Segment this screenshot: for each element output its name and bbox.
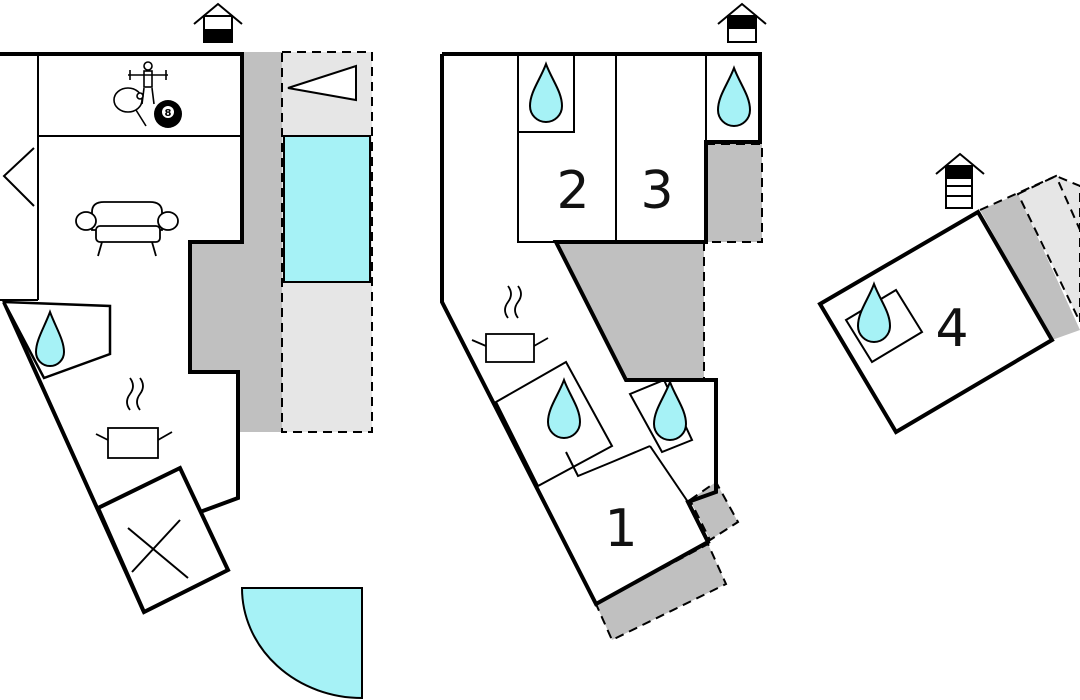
foosball-icon bbox=[128, 61, 168, 105]
room-number-2: 2 bbox=[556, 161, 589, 221]
kitchen-pot-icon bbox=[471, 285, 549, 363]
room-4-wall bbox=[817, 209, 1055, 435]
shower-icon bbox=[652, 379, 688, 441]
house-level-icon bbox=[193, 2, 243, 43]
shower-icon bbox=[546, 377, 582, 439]
terrace-area-middle bbox=[556, 242, 704, 380]
bedroom-ground bbox=[95, 465, 231, 615]
room-number-1: 1 bbox=[604, 499, 637, 559]
house-level-icon bbox=[935, 152, 985, 209]
ping-pong-icon bbox=[113, 87, 147, 127]
shower-icon bbox=[716, 65, 752, 127]
house-level-icon bbox=[717, 2, 767, 43]
lounger-icon bbox=[287, 64, 357, 102]
floor-plan-first-level: 2 3 1 bbox=[440, 2, 767, 642]
kitchen-pot-icon bbox=[95, 377, 173, 459]
room-number-4: 4 bbox=[935, 299, 968, 359]
floor-plan-top-level: 4 bbox=[817, 152, 1080, 435]
outdoor-area-right bbox=[1016, 174, 1080, 323]
pool bbox=[283, 135, 371, 283]
ground-floor-wall bbox=[0, 52, 244, 514]
billiard-ball-number: 8 bbox=[165, 108, 172, 119]
room-number-3: 3 bbox=[640, 161, 673, 221]
shower-icon bbox=[528, 61, 564, 123]
shower-icon bbox=[856, 281, 892, 343]
billiard-ball-icon: 8 bbox=[154, 100, 182, 128]
balcony-bottom bbox=[594, 542, 728, 642]
terrace-area-right bbox=[980, 194, 1080, 340]
balcony-area bbox=[705, 143, 763, 243]
floor-plan-ground-level: 8 bbox=[0, 2, 373, 700]
shower-icon bbox=[34, 309, 66, 367]
sofa-icon bbox=[75, 201, 179, 257]
door-icon bbox=[240, 587, 363, 700]
